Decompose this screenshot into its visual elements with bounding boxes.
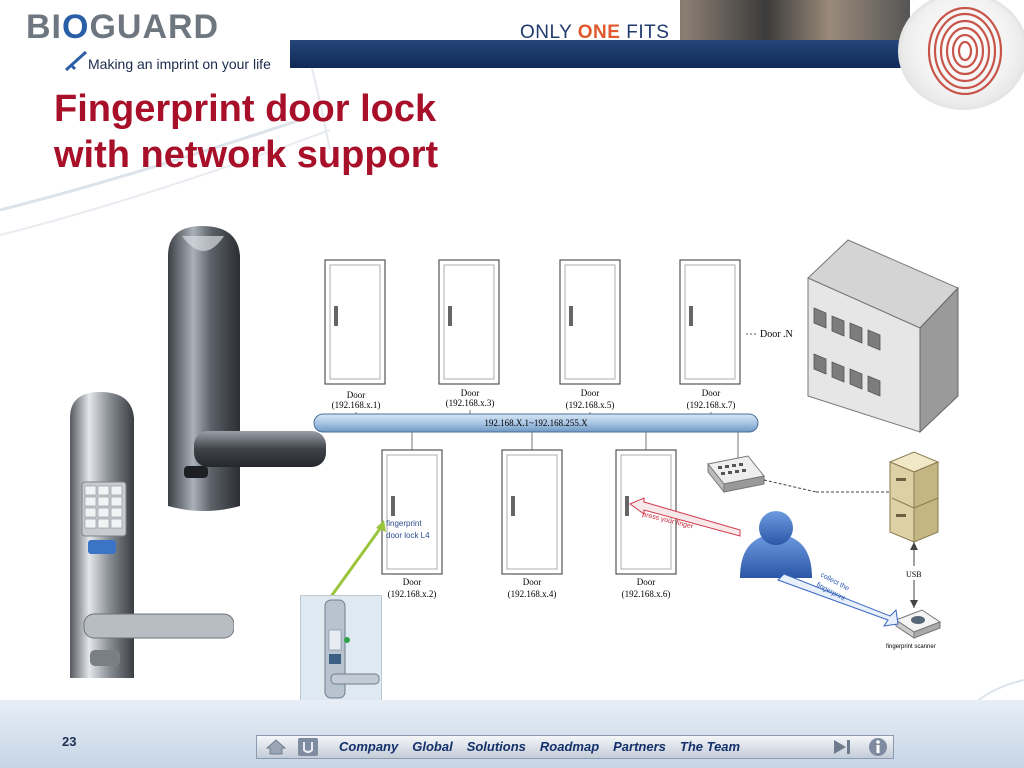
decorative-swoosh [0,60,1024,720]
user-person-icon [740,511,812,578]
network-switch-icon [707,455,765,494]
logo-text: BIOGUARD [26,8,220,46]
collect-fingerprint-arrow [777,573,899,627]
door-3[interactable] [438,259,500,385]
title-line-1: Fingerprint door lock [54,88,437,130]
lock-photo-large [168,226,326,511]
bottom-doors [381,449,677,575]
door-4[interactable] [501,449,563,575]
info-icon[interactable] [867,737,889,757]
top-door-ip-5: (192.168.x.5) [566,400,615,410]
next-icon[interactable] [831,737,853,757]
top-door-label-3: Door [461,388,480,398]
back-return-icon[interactable] [297,737,319,757]
top-doors [324,259,741,385]
page-number: 23 [62,734,77,749]
press-finger-arrow [628,497,741,537]
fingerprint-scanner-icon [894,609,942,639]
network-bus [313,413,759,433]
key-icon [64,50,88,72]
nav-company[interactable]: Company [339,739,399,754]
door-5[interactable] [559,259,621,385]
slogan-background [500,0,680,40]
top-door-ip-7: (192.168.x.7) [687,400,736,410]
top-door-label-5: Door [581,388,600,398]
navigation-bar: Company Global Solutions Roadmap Partner… [256,735,894,759]
lock-label-line1: fingerprint [386,519,422,528]
nav-partners[interactable]: Partners [613,739,666,754]
nav-items: Company Global Solutions Roadmap Partner… [339,739,754,754]
bottom-door-ip-6: (192.168.x.6) [622,589,671,599]
lock-photo-small [70,392,234,678]
fingerprint-icon [927,6,1003,95]
header: ONLY ONE FITS BIOGUARD Making an imprint… [0,0,1024,110]
lock-label-line2: door lock L4 [386,531,430,540]
home-icon[interactable] [265,737,287,757]
scanner-label: fingerprint scanner [886,644,936,650]
inset-lock-svg [324,599,380,699]
bottom-connectors [411,432,739,460]
building-icon [807,239,959,434]
bioguard-logo[interactable]: BIOGUARD Making an imprint on your life [26,8,286,72]
nav-solutions[interactable]: Solutions [466,739,526,754]
network-diagram: Door (192.168.x.1) Door (192.168.x.3) Do… [313,239,959,650]
bottom-door-label-2: Door [403,577,422,587]
top-door-label-1: Door [347,390,366,400]
slogan: ONLY ONE FITS [520,22,670,43]
bottom-door-label-6: Door [637,577,656,587]
door-7[interactable] [679,259,741,385]
nav-global[interactable]: Global [412,739,453,754]
title-line-2: with network support [54,134,439,176]
door-1[interactable] [324,259,386,385]
bottom-door-ip-4: (192.168.x.4) [508,589,557,599]
bottom-door-label-4: Door [523,577,542,587]
top-door-ip-1: (192.168.x.1) [332,400,381,410]
top-door-ip-3: (192.168.x.3) [446,398,495,408]
nav-roadmap[interactable]: Roadmap [539,739,600,754]
door-n-label: Door .N [760,329,793,340]
server-icon [888,451,940,543]
page-title: Fingerprint door lock with network suppo… [54,86,438,178]
usb-arrow-up [910,542,918,550]
usb-label: USB [906,570,922,579]
lock-inset-photo [300,595,382,703]
fingerprint-badge [898,0,1024,110]
door-2[interactable] [381,449,443,575]
top-door-label-7: Door [702,388,721,398]
nav-the-team[interactable]: The Team [679,739,741,754]
slogan-accent: ONE [577,22,621,43]
tagline: Making an imprint on your life [88,56,271,72]
switch-server-link [763,479,817,493]
network-range-label: 192.168.X.1~192.168.255.X [484,418,588,428]
green-pointer-arrow [328,520,386,599]
bottom-door-ip-2: (192.168.x.2) [388,589,437,599]
